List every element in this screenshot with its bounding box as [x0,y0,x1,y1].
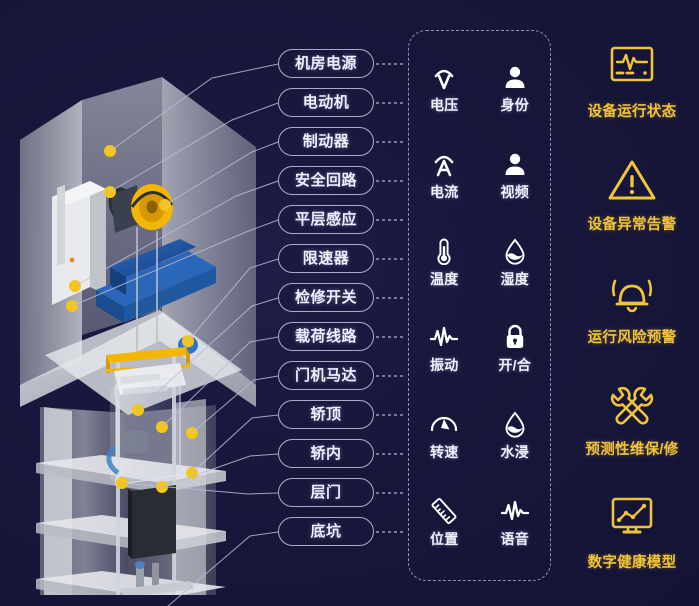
callout-label: 检修开关 [294,289,357,306]
callout-label: 限速器 [302,250,350,267]
sensor-label: 温度 [429,270,459,287]
sensor-item-identity[interactable]: 身份 [480,62,551,115]
sensor-item-voice[interactable]: 语音 [480,496,551,549]
feature-label: 设备异常告警 [587,216,677,233]
callout-pill-1[interactable]: 机房电源 [278,49,374,78]
current-icon [429,149,459,179]
feature-item-digital-health-model[interactable]: 数字健康模型 [565,493,699,572]
water-immersion-droplet-icon [500,409,530,439]
person-video-icon [500,149,530,179]
sensor-label: 语音 [500,531,530,548]
callout-label: 轿顶 [310,406,342,423]
wrench-screwdriver-icon [604,380,660,432]
sensor-item-video[interactable]: 视频 [480,149,551,202]
feature-item-risk-warning[interactable]: 运行风险预警 [565,268,699,347]
vibration-wave-icon [429,322,459,352]
sensor-label: 视频 [500,183,530,200]
sensor-item-vibration[interactable]: 振动 [409,322,480,375]
sensor-item-temperature[interactable]: 温度 [409,236,480,289]
callout-pill-11[interactable]: 轿内 [278,439,374,468]
callout-label: 机房电源 [294,55,357,72]
sensor-label: 湿度 [500,270,530,287]
elevator-shaft-illustration [10,55,275,595]
sensor-item-water-immersion[interactable]: 水浸 [480,409,551,462]
voltage-icon [429,62,459,92]
callout-label: 轿内 [310,445,342,462]
sensor-label: 开/合 [498,357,532,374]
sensor-label: 身份 [500,96,530,113]
sensor-label: 电流 [429,183,459,200]
feature-label: 数字健康模型 [587,555,677,571]
callout-pill-5[interactable]: 平层感应 [278,205,374,234]
humidity-droplet-icon [500,236,530,266]
warning-triangle-icon [604,155,660,207]
feature-label: 运行风险预警 [587,329,677,346]
feature-item-abnormal-alarm[interactable]: 设备异常告警 [565,155,699,234]
sensor-label: 位置 [429,531,459,548]
callout-label: 底坑 [310,523,342,540]
callout-pill-7[interactable]: 检修开关 [278,283,374,312]
lock-icon [500,322,530,352]
feature-label: 预测性维保/修 [585,442,679,459]
callout-pill-4[interactable]: 安全回路 [278,166,374,195]
sensor-label: 转速 [429,444,459,461]
sensor-types-panel: 电压 身份 电流 视频 [408,30,551,581]
sensor-item-open-close[interactable]: 开/合 [480,322,551,375]
ruler-position-icon [429,496,459,526]
callout-pill-13[interactable]: 底坑 [278,517,374,546]
thermometer-icon [429,236,459,266]
sensor-item-position[interactable]: 位置 [409,496,480,549]
sensor-item-voltage[interactable]: 电压 [409,62,480,115]
callout-label: 安全回路 [294,172,357,189]
callout-pill-2[interactable]: 电动机 [278,88,374,117]
callout-pill-6[interactable]: 限速器 [278,244,374,273]
sensor-label: 电压 [429,96,459,113]
sensor-item-current[interactable]: 电流 [409,149,480,202]
callout-label: 制动器 [302,133,350,150]
feature-item-equipment-status[interactable]: 设备运行状态 [565,42,699,121]
callout-label: 载荷线路 [294,328,357,345]
sensor-label: 水浸 [500,444,530,461]
callout-pill-10[interactable]: 轿顶 [278,400,374,429]
callout-label: 层门 [310,484,342,501]
callout-label: 门机马达 [294,367,357,384]
feature-item-predictive-maintenance[interactable]: 预测性维保/修 [565,380,699,459]
voice-wave-icon [500,496,530,526]
monitor-chart-icon [604,493,660,545]
callout-pill-3[interactable]: 制动器 [278,127,374,156]
callout-label: 平层感应 [294,211,357,228]
callout-pill-8[interactable]: 载荷线路 [278,322,374,351]
platform-capability-list: 设备运行状态 设备异常告警 运行风险预警 预测性维保/修 数字健康模型 [565,42,699,572]
monitor-ecg-icon [604,42,660,94]
sensor-item-humidity[interactable]: 湿度 [480,236,551,289]
callout-pill-12[interactable]: 层门 [278,478,374,507]
callout-label: 电动机 [302,94,350,111]
sensor-label: 振动 [429,357,459,374]
alarm-bell-icon [604,268,660,320]
person-identity-icon [500,62,530,92]
sensor-item-rotation-speed[interactable]: 转速 [409,409,480,462]
callout-pill-9[interactable]: 门机马达 [278,361,374,390]
gauge-speed-icon [429,409,459,439]
feature-label: 设备运行状态 [587,104,677,120]
